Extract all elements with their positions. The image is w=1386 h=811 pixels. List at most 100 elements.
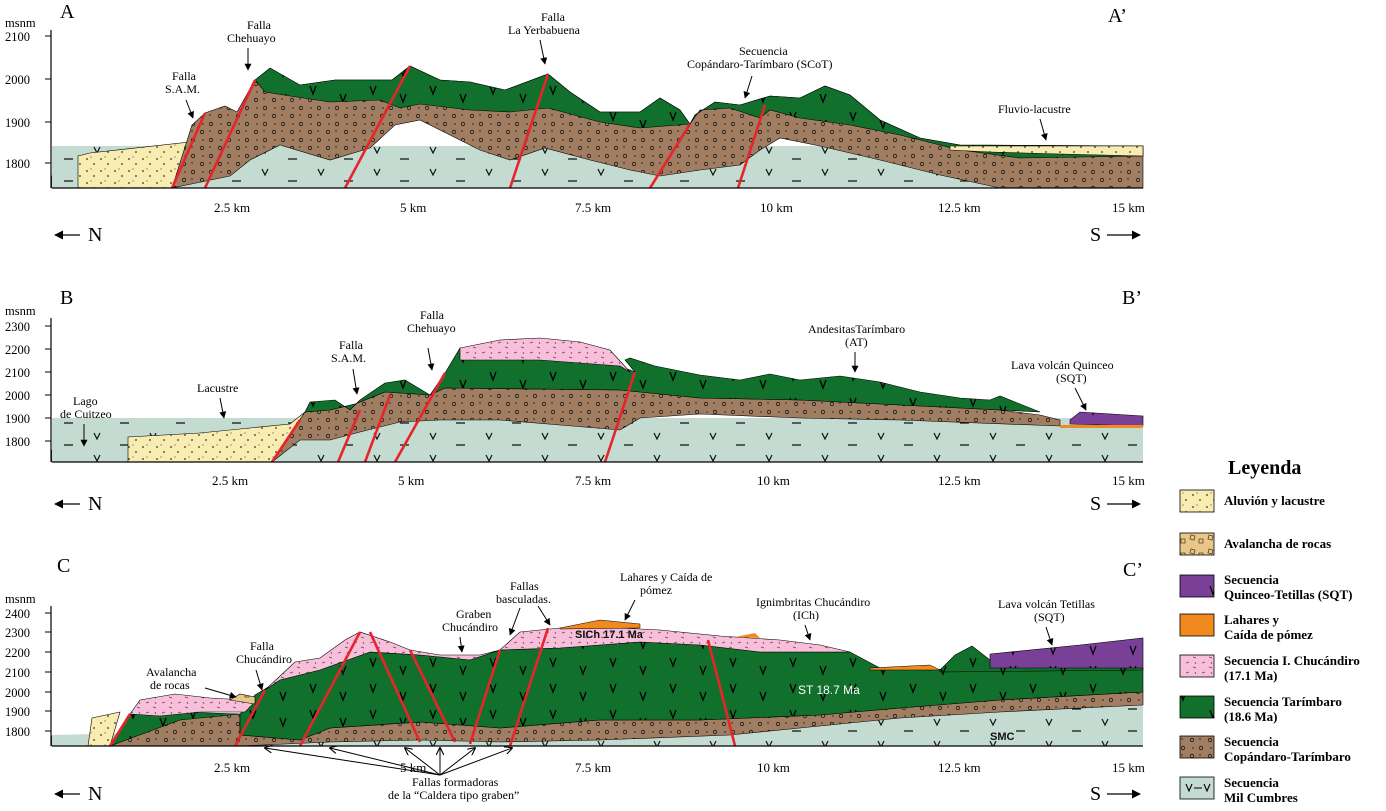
smc-symbol-icon bbox=[1185, 783, 1211, 793]
legend-label-scot-l1: Secuencia bbox=[1224, 734, 1279, 749]
legend-item-aluvion: Aluvión y lacustre bbox=[1179, 489, 1325, 513]
section-C-graben-l1: Graben bbox=[456, 607, 491, 621]
section-B-ytick-2100: 2100 bbox=[5, 366, 30, 380]
legend-label-sich-l2: (17.1 Ma) bbox=[1224, 668, 1277, 683]
section-C-direction: N S bbox=[54, 783, 1141, 805]
section-C-lahares-l2: pómez bbox=[640, 583, 672, 597]
legend-label-scot-l2: Copándaro-Tarímbaro bbox=[1224, 749, 1351, 764]
section-A-xtick-3: 7.5 km bbox=[575, 200, 611, 215]
section-A-ytick-2100: 2100 bbox=[5, 30, 30, 44]
section-C-faults bbox=[108, 627, 737, 747]
section-B-start-label: B bbox=[60, 287, 73, 309]
section-B-ytick-2200: 2200 bbox=[5, 343, 30, 357]
section-C-xtick-4: 10 km bbox=[757, 760, 790, 775]
section-A-ytick-1900: 1900 bbox=[5, 116, 30, 130]
section-A-scot-l1: Secuencia bbox=[739, 44, 788, 58]
legend-label-sich-l1: Secuencia I. Chucándiro bbox=[1224, 653, 1360, 668]
section-B-ytick-1800: 1800 bbox=[5, 435, 30, 449]
section-C-yticks: 2400 2300 2200 2100 2000 1900 1800 bbox=[5, 607, 51, 739]
section-C-xticks: 2.5 km 5 km 7.5 km 10 km 12.5 km 15 km bbox=[214, 760, 1145, 775]
section-C-xtick-6: 15 km bbox=[1112, 760, 1145, 775]
section-A-xtick-1: 2.5 km bbox=[214, 200, 250, 215]
section-C-lahares-l1: Lahares y Caída de bbox=[620, 570, 712, 584]
legend-label-sqt-l2: Quinceo-Tetillas (SQT) bbox=[1224, 587, 1352, 602]
section-A: A A’ msnm 2100 2000 1900 1800 2.5 km bbox=[5, 1, 1145, 246]
section-C-caldera-l2: de la “Caldera tipo graben” bbox=[388, 788, 519, 802]
section-C-xtick-3: 7.5 km bbox=[575, 760, 611, 775]
legend-label-avalancha: Avalancha de rocas bbox=[1224, 536, 1331, 551]
section-B-chehuayo-l2: Chehuayo bbox=[407, 321, 456, 335]
section-A-layer-fluvio bbox=[949, 145, 1144, 157]
section-A-sam-l2: S.A.M. bbox=[165, 82, 200, 96]
legend-item-lahares: Lahares y Caída de pómez bbox=[1179, 612, 1313, 642]
legend-label-st-l2: (18.6 Ma) bbox=[1224, 709, 1277, 724]
section-C-st-label: ST 18.7 Ma bbox=[798, 683, 860, 697]
section-C-layer-lahares-1 bbox=[559, 619, 641, 630]
section-C-xtick-1: 2.5 km bbox=[214, 760, 250, 775]
section-A-xtick-4: 10 km bbox=[760, 200, 793, 215]
section-C: C C’ msnm 2400 2300 2200 2100 2000 1900 … bbox=[5, 555, 1145, 805]
legend-label-smc-l1: Secuencia bbox=[1224, 775, 1279, 790]
section-C-chucandiro-l1: Falla bbox=[250, 639, 275, 653]
section-A-faults bbox=[170, 65, 767, 189]
section-B-xtick-4: 10 km bbox=[757, 473, 790, 488]
legend-swatch-st bbox=[1179, 695, 1215, 719]
section-B-ytick-1900: 1900 bbox=[5, 412, 30, 426]
section-C-ytick-2100: 2100 bbox=[5, 666, 30, 680]
section-B: B B’ msnm 2300 2200 2100 2000 1900 1800 bbox=[5, 287, 1145, 515]
section-A-yerba-l2: La Yerbabuena bbox=[508, 23, 581, 37]
section-C-xtick-2: 5 km bbox=[400, 760, 426, 775]
legend-swatch-scot bbox=[1179, 735, 1215, 759]
section-C-ytick-2200: 2200 bbox=[5, 646, 30, 660]
section-A-xticks: 2.5 km 5 km 7.5 km 10 km 12.5 km 15 km bbox=[214, 200, 1145, 215]
section-A-xtick-5: 12.5 km bbox=[938, 200, 981, 215]
section-B-xtick-6: 15 km bbox=[1112, 473, 1145, 488]
section-B-unit-label: msnm bbox=[5, 304, 36, 318]
section-A-scot-l2: Copándaro-Tarímbaro (SCoT) bbox=[687, 57, 832, 71]
section-B-quinceo-l1: Lava volcán Quinceo bbox=[1011, 358, 1114, 372]
section-B-faults bbox=[270, 371, 637, 463]
section-B-quinceo-l2: (SQT) bbox=[1056, 371, 1087, 385]
legend-item-sqt: Secuencia Quinceo-Tetillas (SQT) bbox=[1179, 572, 1352, 602]
section-A-sam-l1: Falla bbox=[172, 69, 197, 83]
legend-item-sich: Secuencia I. Chucándiro (17.1 Ma) bbox=[1179, 653, 1360, 683]
section-C-layer-sqt bbox=[989, 637, 1144, 669]
section-C-north: N bbox=[88, 783, 102, 805]
section-A-north: N bbox=[88, 224, 102, 246]
section-C-caldera-l1: Fallas formadoras bbox=[412, 775, 499, 789]
section-B-layer-sqt bbox=[1069, 411, 1144, 427]
section-A-yerba-l1: Falla bbox=[541, 10, 566, 24]
section-A-ytick-2000: 2000 bbox=[5, 73, 30, 87]
section-C-end-label: C’ bbox=[1123, 559, 1143, 581]
section-C-fallas-l2: basculadas. bbox=[496, 592, 551, 606]
legend-swatch-sqt bbox=[1179, 574, 1215, 598]
section-A-south: S bbox=[1090, 224, 1101, 246]
section-B-xtick-3: 7.5 km bbox=[575, 473, 611, 488]
section-C-avalancha-l2: de rocas bbox=[150, 678, 190, 692]
section-B-annotations: Lago de Cuitzeo Lacustre Falla S.A.M. Fa… bbox=[60, 308, 1114, 447]
section-C-tetillas-l2: (SQT) bbox=[1034, 610, 1065, 624]
section-C-ytick-1800: 1800 bbox=[5, 725, 30, 739]
legend-item-st: Secuencia Tarímbaro (18.6 Ma) bbox=[1179, 694, 1342, 724]
section-B-lago-l1: Lago bbox=[73, 394, 98, 408]
legend-item-scot: Secuencia Copándaro-Tarímbaro bbox=[1179, 734, 1351, 764]
section-A-unit-label: msnm bbox=[5, 16, 36, 30]
section-B-sam-l2: S.A.M. bbox=[331, 351, 366, 365]
section-A-start-label: A bbox=[60, 1, 75, 23]
section-B-at-l2: (AT) bbox=[845, 335, 868, 349]
legend-swatch-lahares bbox=[1179, 613, 1215, 637]
legend-label-st-l1: Secuencia Tarímbaro bbox=[1224, 694, 1342, 709]
legend-label-lahares-l1: Lahares y bbox=[1224, 612, 1280, 627]
section-B-xtick-1: 2.5 km bbox=[212, 473, 248, 488]
section-C-unit-label: msnm bbox=[5, 592, 36, 606]
section-C-ytick-2000: 2000 bbox=[5, 686, 30, 700]
section-C-start-label: C bbox=[57, 555, 70, 577]
section-A-xtick-2: 5 km bbox=[400, 200, 426, 215]
section-A-layer-st bbox=[254, 65, 1144, 159]
section-A-annotations: Falla S.A.M. Falla Chehuayo Falla La Yer… bbox=[165, 10, 1071, 141]
section-B-layer-st bbox=[304, 347, 1041, 413]
legend-label-sqt-l1: Secuencia bbox=[1224, 572, 1279, 587]
section-C-tetillas-l1: Lava volcán Tetillas bbox=[998, 597, 1095, 611]
section-C-ytick-1900: 1900 bbox=[5, 705, 30, 719]
